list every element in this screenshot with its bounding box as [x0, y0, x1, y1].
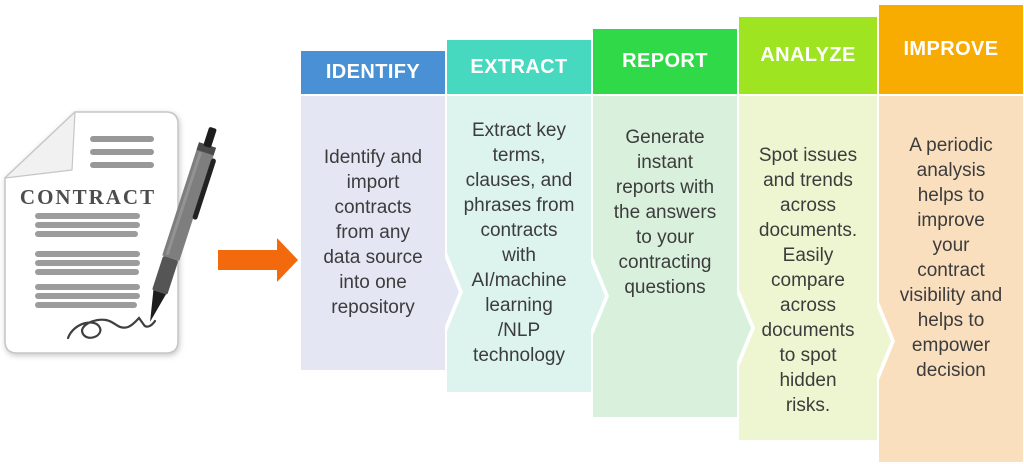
step-header-improve: IMPROVE: [879, 5, 1023, 94]
step-header-extract: EXTRACT: [447, 40, 591, 94]
step-label: IMPROVE: [903, 38, 999, 60]
page-text-lines: [35, 213, 140, 308]
step-header-report: REPORT: [593, 29, 737, 94]
step-description: Generate instant reports with the answer…: [613, 127, 717, 298]
step-description: Spot issues and trends across documents.…: [758, 145, 858, 416]
step-header-identify: IDENTIFY: [301, 51, 445, 94]
step-label: ANALYZE: [760, 44, 856, 66]
step-description: A periodic analysis helps to improve you…: [899, 135, 1003, 381]
step-description: Extract key terms, clauses, and phrases …: [463, 120, 575, 366]
step-body-extract: Extract key terms, clauses, and phrases …: [447, 96, 605, 392]
flow-arrow-icon: [218, 238, 298, 282]
page-fold-corner-icon: [4, 111, 76, 179]
step-label: REPORT: [622, 50, 708, 72]
signature-scribble-icon: [66, 316, 157, 340]
step-body-report: Generate instant reports with the answer…: [593, 96, 751, 417]
contract-document-illustration: CONTRACT: [4, 111, 298, 354]
step-header-analyze: ANALYZE: [739, 17, 877, 94]
step-label: IDENTIFY: [325, 61, 421, 83]
step-label: EXTRACT: [470, 55, 568, 78]
contract-title: CONTRACT: [20, 185, 156, 209]
step-description: Identify and import contracts from any d…: [323, 147, 423, 318]
step-body-improve: A periodic analysis helps to improve you…: [879, 96, 1023, 462]
step-body-analyze: Spot issues and trends across documents.…: [739, 96, 891, 440]
page-header-lines: [90, 136, 154, 168]
pen-icon: [150, 127, 217, 322]
step-body-identify: Identify and import contracts from any d…: [301, 96, 459, 370]
